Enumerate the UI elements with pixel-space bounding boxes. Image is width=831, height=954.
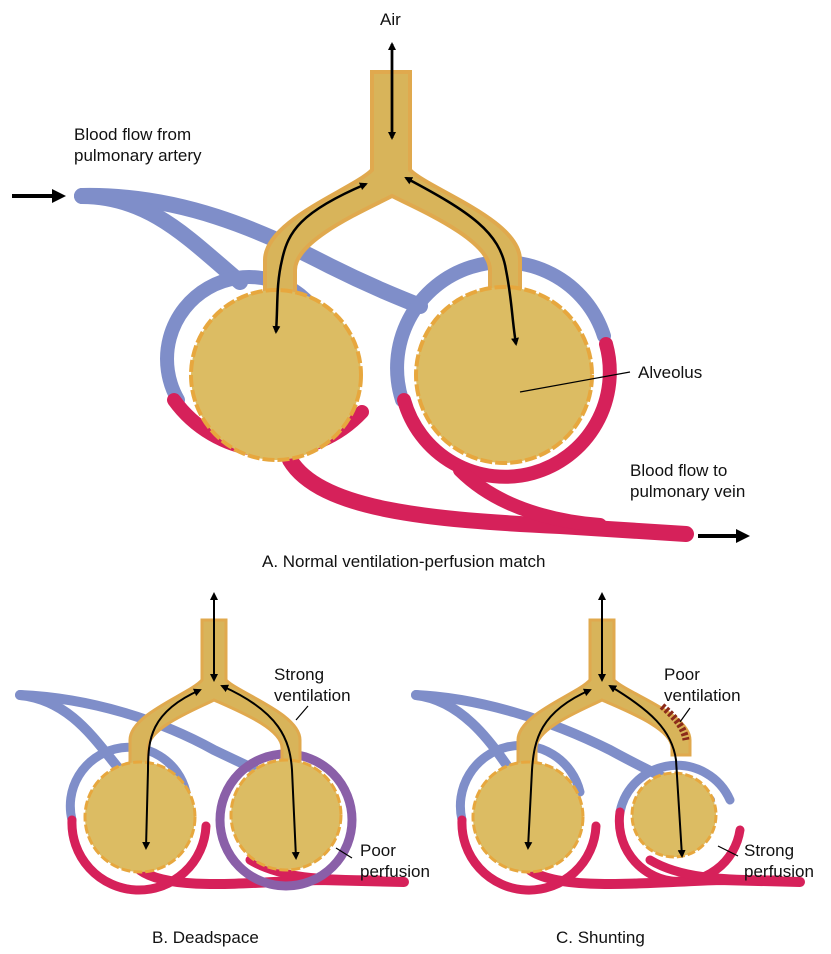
blood-to-vein-label: Blood flow to pulmonary vein: [630, 460, 745, 502]
panel-b-deadspace: [20, 594, 404, 890]
air-label: Air: [380, 9, 401, 30]
poor-ventilation-label: Poor ventilation: [664, 664, 741, 706]
strong-ventilation-leader: [296, 706, 308, 720]
strong-perfusion-label: Strong perfusion: [744, 840, 814, 882]
blood-from-artery-label: Blood flow from pulmonary artery: [74, 124, 202, 166]
panel-c-shunting: [416, 594, 800, 890]
poor-ventilation-leader: [680, 708, 690, 722]
strong-ventilation-label: Strong ventilation: [274, 664, 351, 706]
alveolus-label: Alveolus: [638, 362, 702, 383]
caption-b: B. Deadspace: [152, 928, 259, 948]
alveolus-left-b: [85, 762, 195, 872]
alveolus-right-c-collapsed: [632, 773, 716, 857]
alveolus-right-b: [231, 760, 341, 870]
caption-c: C. Shunting: [556, 928, 645, 948]
caption-a: A. Normal ventilation-perfusion match: [262, 552, 545, 572]
alveolus-left-c: [473, 762, 583, 872]
alveolus-right-a: [416, 287, 592, 463]
poor-perfusion-label: Poor perfusion: [360, 840, 430, 882]
